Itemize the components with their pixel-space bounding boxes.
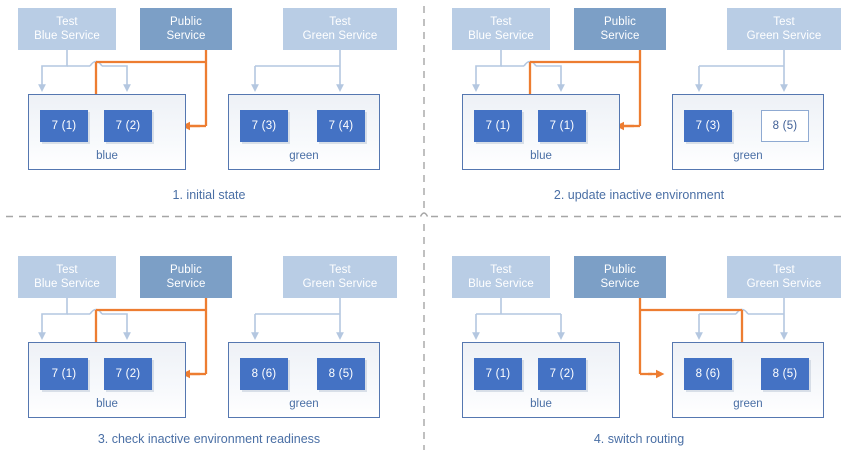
service-label-line2: Blue Service xyxy=(34,30,100,42)
service-label-line1: Test xyxy=(773,16,795,28)
test-blue-connector-p2 xyxy=(475,50,562,74)
service-label-line1: Test xyxy=(490,16,512,28)
service-label-line1: Test xyxy=(773,264,795,276)
test-blue-service-box[interactable]: Test Blue Service xyxy=(18,256,116,298)
public-service-box[interactable]: Public Service xyxy=(140,8,232,50)
service-label-line1: Test xyxy=(329,16,351,28)
pod[interactable]: 7 (1) xyxy=(474,110,522,142)
test-blue-service-box[interactable]: Test Blue Service xyxy=(452,8,550,50)
service-label-line1: Public xyxy=(170,264,202,276)
environment-label: green xyxy=(289,150,319,162)
service-label-line1: Public xyxy=(604,264,636,276)
test-green-service-box[interactable]: Test Green Service xyxy=(283,256,397,298)
test-green-connector-p1 xyxy=(254,50,341,74)
environment-label: blue xyxy=(530,398,552,410)
divider-crossing-hop xyxy=(419,212,429,217)
pod[interactable]: 7 (3) xyxy=(240,110,288,142)
pod[interactable]: 7 (2) xyxy=(104,110,152,142)
test-green-service-box[interactable]: Test Green Service xyxy=(727,8,841,50)
pod[interactable]: 7 (2) xyxy=(538,358,586,390)
service-label-line2: Blue Service xyxy=(468,30,534,42)
environment-label: green xyxy=(733,150,763,162)
public-service-box[interactable]: Public Service xyxy=(574,256,666,298)
service-label-line2: Service xyxy=(600,278,640,290)
service-label-line2: Service xyxy=(166,30,206,42)
pod-pending[interactable]: 8 (5) xyxy=(761,110,809,142)
panel-caption: 3. check inactive environment readiness xyxy=(97,432,321,446)
test-green-connector-p4 xyxy=(698,298,785,322)
panel-caption: 2. update inactive environment xyxy=(553,188,725,202)
panel-caption: 1. initial state xyxy=(172,188,246,202)
service-label-line2: Service xyxy=(600,30,640,42)
pod[interactable]: 7 (3) xyxy=(684,110,732,142)
pod[interactable]: 7 (1) xyxy=(40,358,88,390)
public-service-box[interactable]: Public Service xyxy=(574,8,666,50)
service-label-line1: Test xyxy=(490,264,512,276)
pod[interactable]: 7 (1) xyxy=(474,358,522,390)
service-label-line1: Test xyxy=(56,16,78,28)
service-label-line2: Green Service xyxy=(746,30,822,42)
pod[interactable]: 8 (5) xyxy=(317,358,365,390)
test-green-service-box[interactable]: Test Green Service xyxy=(727,256,841,298)
test-blue-service-box[interactable]: Test Blue Service xyxy=(452,256,550,298)
service-label-line1: Public xyxy=(170,16,202,28)
test-green-connector-p3 xyxy=(254,298,341,322)
environment-label: green xyxy=(733,398,763,410)
environment-label: blue xyxy=(96,150,118,162)
pod[interactable]: 8 (6) xyxy=(240,358,288,390)
service-label-line2: Green Service xyxy=(302,278,378,290)
pod[interactable]: 8 (6) xyxy=(684,358,732,390)
panel-2-connectors xyxy=(472,50,788,131)
environment-label: blue xyxy=(96,398,118,410)
environment-label: green xyxy=(289,398,319,410)
service-label-line1: Public xyxy=(604,16,636,28)
test-green-connector-p2 xyxy=(698,50,785,74)
pod[interactable]: 8 (5) xyxy=(761,358,809,390)
environment-label: blue xyxy=(530,150,552,162)
service-label-line2: Green Service xyxy=(746,278,822,290)
panel-caption: 4. switch routing xyxy=(593,432,685,446)
test-blue-connector-p1 xyxy=(41,50,128,74)
pod[interactable]: 7 (4) xyxy=(317,110,365,142)
service-label-line1: Test xyxy=(56,264,78,276)
public-service-box[interactable]: Public Service xyxy=(140,256,232,298)
pod[interactable]: 7 (2) xyxy=(104,358,152,390)
test-green-service-box[interactable]: Test Green Service xyxy=(283,8,397,50)
test-blue-connector-p4 xyxy=(475,298,562,322)
service-label-line2: Blue Service xyxy=(34,278,100,290)
service-label-line2: Service xyxy=(166,278,206,290)
pod[interactable]: 7 (1) xyxy=(538,110,586,142)
service-label-line1: Test xyxy=(329,264,351,276)
test-blue-service-box[interactable]: Test Blue Service xyxy=(18,8,116,50)
pod[interactable]: 7 (1) xyxy=(40,110,88,142)
service-label-line2: Blue Service xyxy=(468,278,534,290)
service-label-line2: Green Service xyxy=(302,30,378,42)
